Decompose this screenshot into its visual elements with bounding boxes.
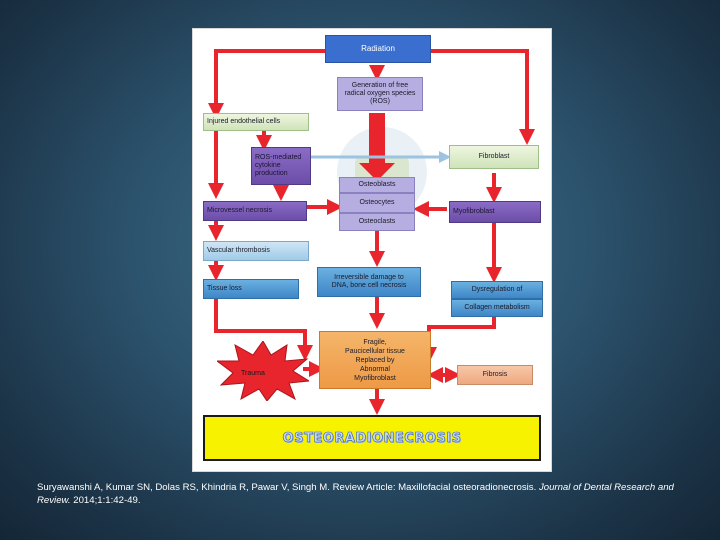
caption-authors: Suryawanshi A, Kumar SN, Dolas RS, Khind… bbox=[37, 482, 537, 493]
arrow-collagen-to-fragile bbox=[421, 315, 496, 363]
citation-caption: Suryawanshi A, Kumar SN, Dolas RS, Khind… bbox=[37, 481, 697, 507]
myofibroblast-node: Myofibroblast bbox=[449, 201, 541, 223]
ros-cytokine-node: ROS-mediated cytokine production bbox=[251, 147, 311, 185]
collagen-metabolism-node: Collagen metabolism bbox=[451, 299, 543, 317]
arrow-radiation-to-endothelial bbox=[208, 49, 325, 119]
caption-journal: Journal of Dental Research and Review. bbox=[37, 482, 674, 506]
arrow-layer bbox=[208, 49, 535, 415]
fibroblast-node: Fibroblast bbox=[449, 145, 539, 169]
dysregulation-node: Dysregulation of bbox=[451, 281, 543, 299]
figure-panel: Radiation Generation of free radical oxy… bbox=[192, 28, 552, 472]
irreversible-damage-node: Irreversible damage to DNA, bone cell ne… bbox=[317, 267, 421, 297]
fragile-tissue-node: Fragile, Paucicellular tissue Replaced b… bbox=[319, 331, 431, 389]
osteoclasts-node: Osteoclasts bbox=[339, 213, 415, 231]
osteocytes-node: Osteocytes bbox=[339, 193, 415, 213]
fibrosis-node: Fibrosis bbox=[457, 365, 533, 385]
arrow-ros-to-osteo bbox=[359, 113, 395, 181]
osteoblasts-node: Osteoblasts bbox=[339, 177, 415, 193]
ros-generation-node: Generation of free radical oxygen specie… bbox=[337, 77, 423, 111]
flowchart: Radiation Generation of free radical oxy… bbox=[199, 31, 545, 465]
osteoradionecrosis-banner: OSTEORADIONECROSIS bbox=[203, 415, 541, 461]
vascular-thrombosis-node: Vascular thrombosis bbox=[203, 241, 309, 261]
trauma-label: Trauma bbox=[241, 370, 265, 377]
arrow-radiation-to-fibroblast bbox=[429, 49, 535, 145]
microvessel-necrosis-node: Microvessel necrosis bbox=[203, 201, 307, 221]
injured-endothelial-node: Injured endothelial cells bbox=[203, 113, 309, 131]
trauma-burst-shape bbox=[217, 341, 309, 401]
caption-citation: 2014;1:1:42-49. bbox=[73, 495, 141, 506]
radiation-node: Radiation bbox=[325, 35, 431, 63]
arrow-tissueloss-to-fragile bbox=[214, 299, 313, 361]
tissue-loss-node: Tissue loss bbox=[203, 279, 299, 299]
osteoradionecrosis-title: OSTEORADIONECROSIS bbox=[282, 430, 462, 446]
